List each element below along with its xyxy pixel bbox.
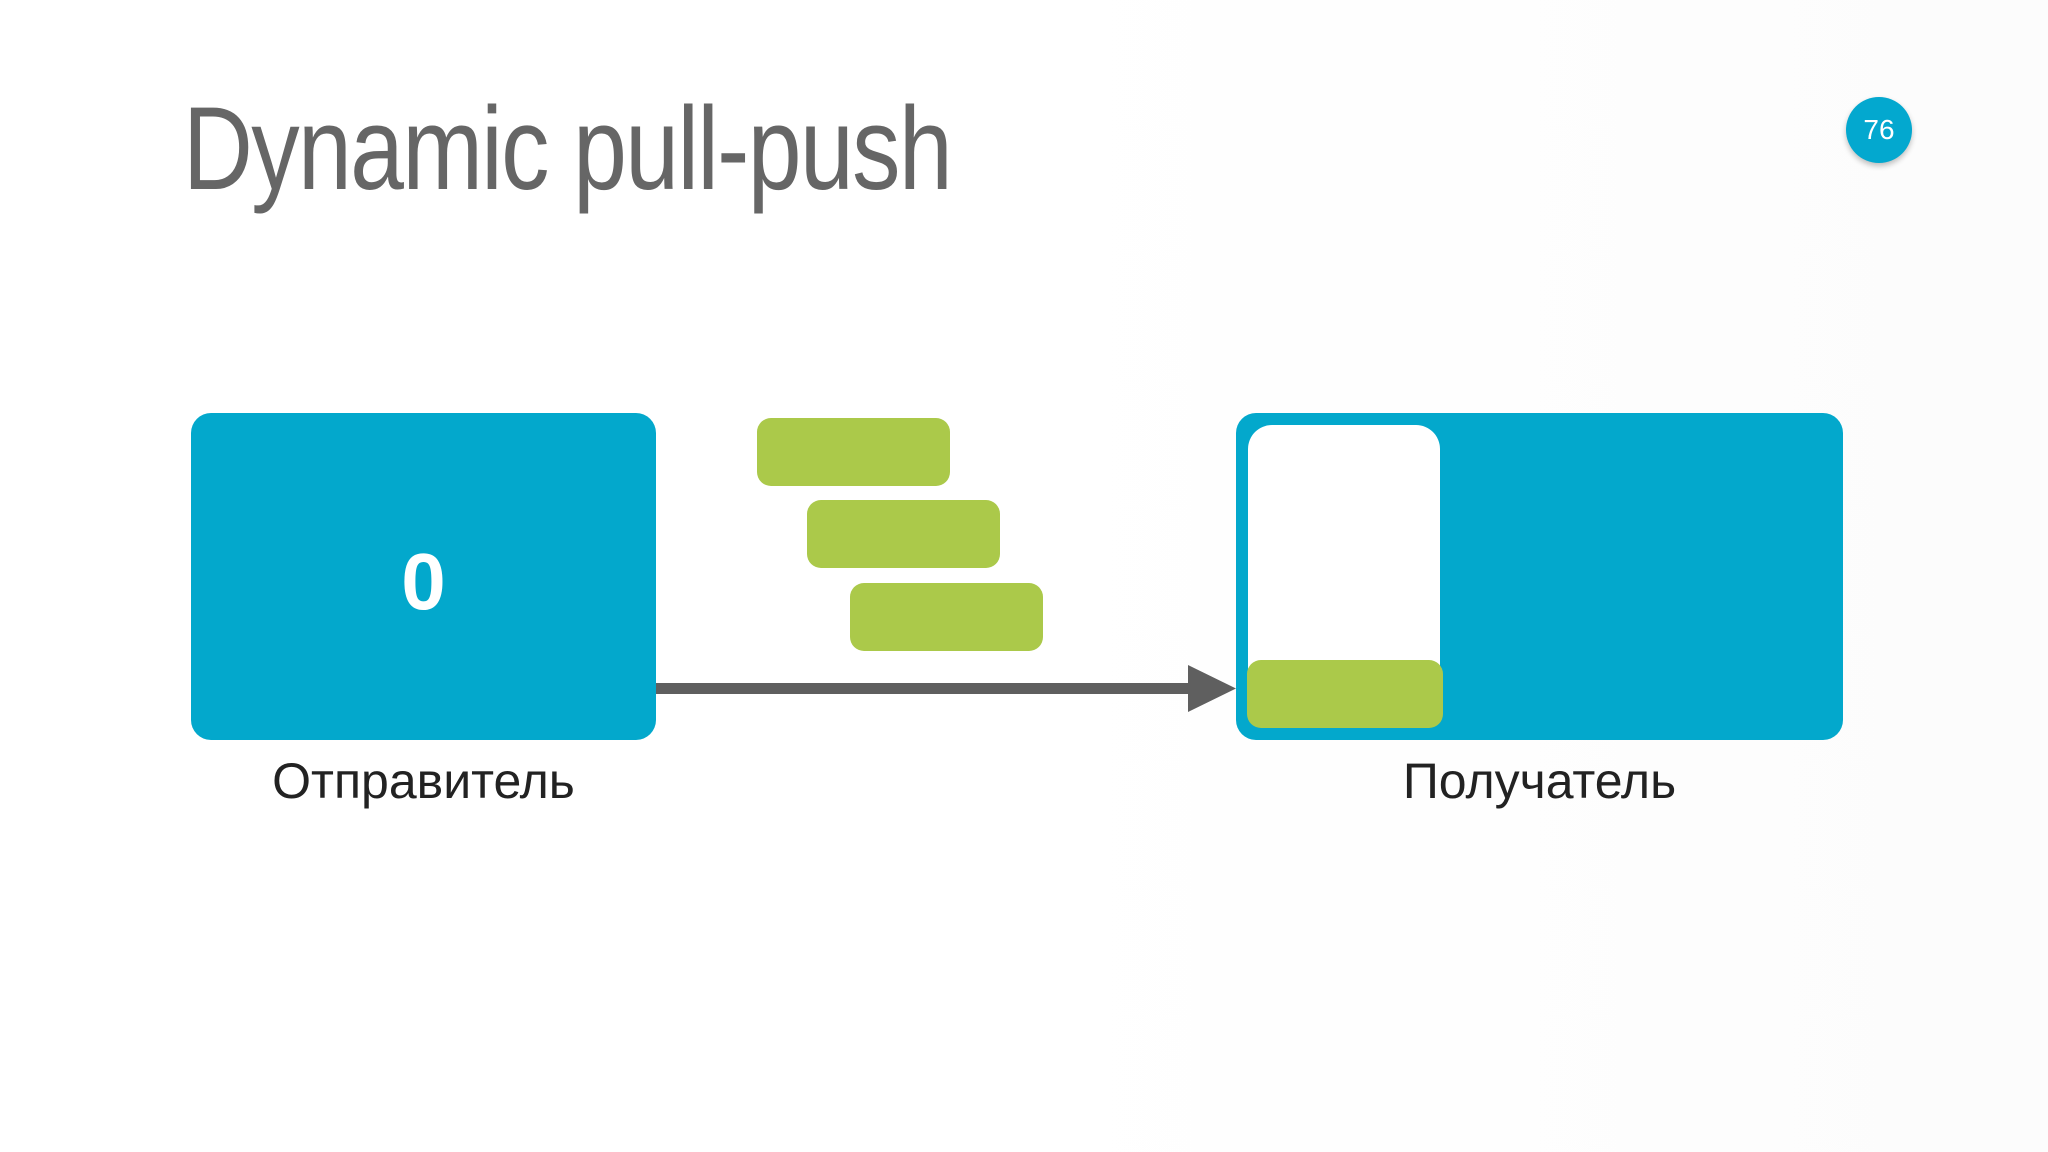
slide-title: Dynamic pull-push bbox=[183, 83, 953, 215]
in-flight-message bbox=[850, 583, 1043, 651]
sender-counter: 0 bbox=[401, 536, 446, 626]
buffered-message bbox=[1247, 660, 1443, 728]
in-flight-message bbox=[757, 418, 950, 486]
page-number-badge: 76 bbox=[1846, 97, 1912, 163]
flow-arrow bbox=[656, 665, 1236, 712]
receiver-box bbox=[1236, 413, 1843, 740]
arrow-head bbox=[1188, 665, 1236, 712]
receiver-label: Получатель bbox=[1402, 753, 1677, 809]
sender-label: Отправитель bbox=[272, 753, 575, 809]
in-flight-message bbox=[807, 500, 1000, 568]
arrow-shaft bbox=[656, 683, 1190, 694]
sender-box: 0 bbox=[191, 413, 656, 740]
